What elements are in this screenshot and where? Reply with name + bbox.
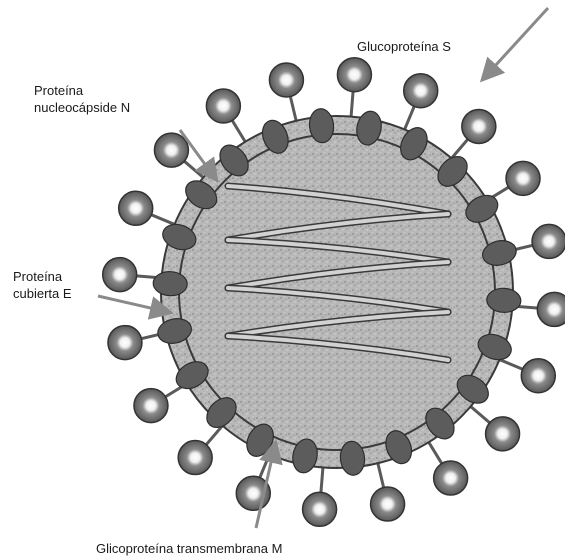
arrow-glycoprotein-s <box>484 8 548 78</box>
spike <box>449 109 496 161</box>
label-envelope-e-line1: Proteína <box>13 268 72 285</box>
spike <box>206 89 247 145</box>
label-membrane-m: Glicoproteína transmembrana M <box>96 540 282 557</box>
spike <box>371 459 405 521</box>
spike <box>337 58 371 121</box>
spike <box>403 74 438 133</box>
label-envelope-e: Proteína cubierta E <box>13 268 72 302</box>
label-glycoprotein-s: Glucoproteína S <box>357 38 451 55</box>
spike <box>119 191 178 226</box>
spike <box>303 463 337 526</box>
label-envelope-e-line2: cubierta E <box>13 285 72 302</box>
label-nucleocapsid-n-line2: nucleocápside N <box>34 99 130 116</box>
arrow-envelope-e <box>98 296 168 312</box>
spike <box>427 439 468 495</box>
label-nucleocapsid-n: Proteína nucleocápside N <box>34 82 130 116</box>
label-nucleocapsid-n-line1: Proteína <box>34 82 130 99</box>
spike <box>496 358 555 393</box>
spike <box>178 423 225 475</box>
spike <box>269 63 303 125</box>
spike <box>468 404 520 451</box>
